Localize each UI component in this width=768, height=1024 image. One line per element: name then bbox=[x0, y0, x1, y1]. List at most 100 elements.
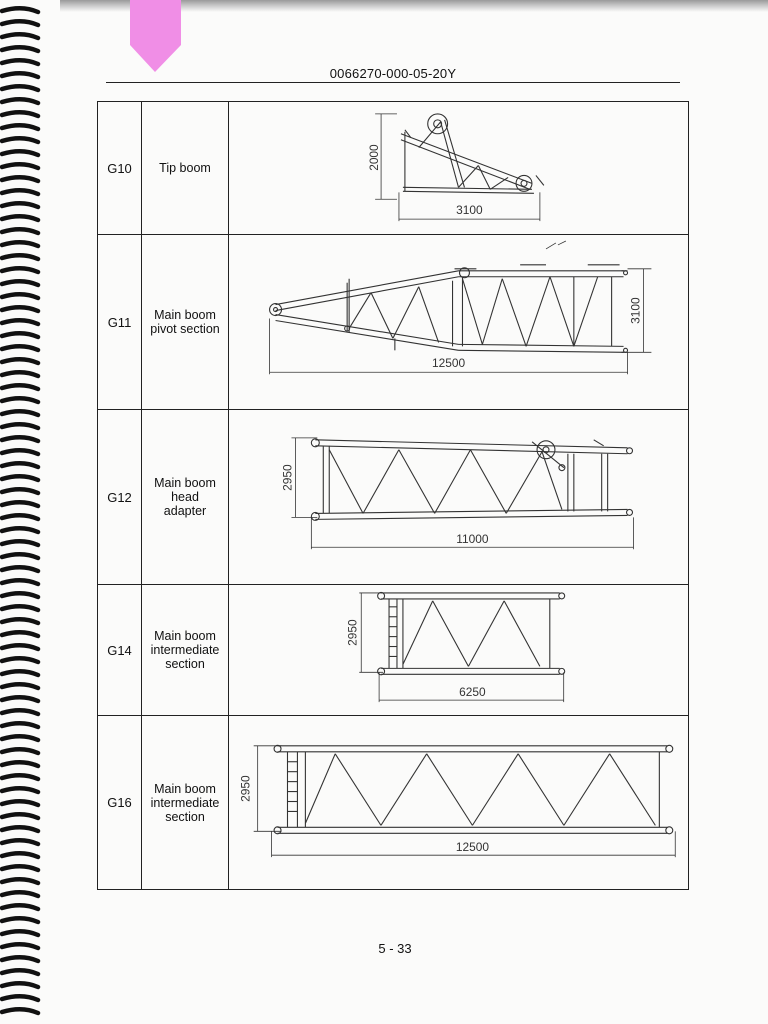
spiral-loop bbox=[0, 357, 41, 366]
spiral-loop bbox=[0, 58, 41, 67]
part-code: G14 bbox=[97, 584, 142, 716]
spiral-loop bbox=[0, 344, 41, 353]
part-drawing: 3100 12500 bbox=[228, 234, 689, 410]
spiral-loop bbox=[0, 331, 41, 340]
spiral-loop bbox=[0, 812, 41, 821]
length-dimension: 12500 bbox=[432, 356, 466, 370]
spiral-loop bbox=[0, 292, 41, 301]
description-line: Main boom bbox=[154, 781, 216, 796]
parts-table: G10 Tip boom bbox=[97, 101, 689, 890]
spiral-loop bbox=[0, 890, 41, 899]
description-line: adapter bbox=[163, 504, 207, 518]
spiral-loop bbox=[0, 864, 41, 873]
height-dimension: 3100 bbox=[628, 297, 642, 324]
part-drawing: 2950 12500 bbox=[228, 715, 689, 890]
header-rule bbox=[106, 82, 680, 83]
spiral-loop bbox=[0, 227, 41, 236]
spiral-loop bbox=[0, 84, 41, 93]
spiral-loop bbox=[0, 19, 41, 28]
spiral-loop bbox=[0, 526, 41, 535]
spiral-loop bbox=[0, 825, 41, 834]
height-dimension: 2000 bbox=[367, 144, 381, 171]
spiral-loop bbox=[0, 877, 41, 886]
part-description: Main boom pivot section bbox=[141, 234, 229, 410]
spiral-loop bbox=[0, 513, 41, 522]
spiral-loop bbox=[0, 994, 41, 1003]
part-description: Main boom intermediate section bbox=[141, 715, 229, 890]
spiral-loop bbox=[0, 669, 41, 678]
spiral-loop bbox=[0, 266, 41, 275]
spiral-loop bbox=[0, 656, 41, 665]
spiral-loop bbox=[0, 565, 41, 574]
part-code: G12 bbox=[97, 409, 142, 585]
pink-index-tab bbox=[130, 0, 181, 72]
spiral-loop bbox=[0, 708, 41, 717]
spiral-loop bbox=[0, 409, 41, 418]
spiral-loop bbox=[0, 695, 41, 704]
part-drawing: 2950 6250 bbox=[228, 584, 689, 716]
spiral-loop bbox=[0, 383, 41, 392]
length-dimension: 12500 bbox=[456, 840, 490, 854]
part-drawing: 2000 3100 bbox=[228, 101, 689, 235]
spiral-loop bbox=[0, 591, 41, 600]
spiral-loop bbox=[0, 734, 41, 743]
spiral-loop bbox=[0, 97, 41, 106]
spiral-loop bbox=[0, 955, 41, 964]
table-row: G16 Main boom intermediate section bbox=[97, 715, 689, 890]
description-line: Main boom bbox=[154, 629, 216, 643]
spiral-loop bbox=[0, 487, 41, 496]
part-drawing: 2950 11000 bbox=[228, 409, 689, 585]
description-line: pivot section bbox=[150, 322, 220, 336]
spiral-loop bbox=[0, 747, 41, 756]
spiral-loop bbox=[0, 305, 41, 314]
spiral-loop bbox=[0, 786, 41, 795]
spiral-loop bbox=[0, 630, 41, 639]
spiral-loop bbox=[0, 916, 41, 925]
spiral-loop bbox=[0, 188, 41, 197]
part-code: G16 bbox=[97, 715, 142, 890]
intermediate-section-12500-drawing: 2950 12500 bbox=[239, 744, 676, 858]
spiral-loop bbox=[0, 461, 41, 470]
spiral-loop bbox=[0, 370, 41, 379]
page-number: 5 - 33 bbox=[378, 941, 412, 956]
document-number: 0066270-000-05-20Y bbox=[329, 66, 457, 81]
spiral-loop bbox=[0, 578, 41, 587]
length-dimension: 3100 bbox=[456, 203, 483, 217]
spiral-loop bbox=[0, 240, 41, 249]
pivot-section-drawing: 3100 12500 bbox=[269, 240, 652, 375]
scan-edge bbox=[60, 0, 768, 12]
spiral-loop bbox=[0, 396, 41, 405]
spiral-loop bbox=[0, 721, 41, 730]
part-code: G11 bbox=[97, 234, 142, 410]
spiral-loop bbox=[0, 643, 41, 652]
description-line: Tip boom bbox=[159, 161, 211, 175]
description-line: Main boom bbox=[154, 308, 216, 322]
spiral-loop bbox=[0, 422, 41, 431]
spiral-loop bbox=[0, 32, 41, 41]
spiral-loop bbox=[0, 71, 41, 80]
tip-boom-drawing: 2000 3100 bbox=[367, 113, 545, 222]
spiral-loop bbox=[0, 552, 41, 561]
spiral-loop bbox=[0, 799, 41, 808]
spiral-loop bbox=[0, 851, 41, 860]
spiral-loop bbox=[0, 617, 41, 626]
spiral-loop bbox=[0, 903, 41, 912]
spiral-loop bbox=[0, 149, 41, 158]
table-row: G12 Main boom head adapter bbox=[97, 409, 689, 585]
spiral-loop bbox=[0, 474, 41, 483]
head-adapter-drawing: 2950 11000 bbox=[280, 437, 634, 550]
description-line: section bbox=[165, 809, 205, 824]
spiral-loop bbox=[0, 1007, 41, 1016]
description-line: intermediate bbox=[150, 643, 220, 657]
spiral-loop bbox=[0, 6, 41, 15]
spiral-loop bbox=[0, 539, 41, 548]
spiral-loop bbox=[0, 435, 41, 444]
spiral-loop bbox=[0, 123, 41, 132]
part-description: Tip boom bbox=[141, 101, 229, 235]
spiral-loop bbox=[0, 773, 41, 782]
spiral-loop bbox=[0, 110, 41, 119]
spiral-loop bbox=[0, 448, 41, 457]
spiral-binding bbox=[0, 6, 41, 1016]
table-row: G14 Main boom intermediate section bbox=[97, 584, 689, 716]
spiral-loop bbox=[0, 214, 41, 223]
